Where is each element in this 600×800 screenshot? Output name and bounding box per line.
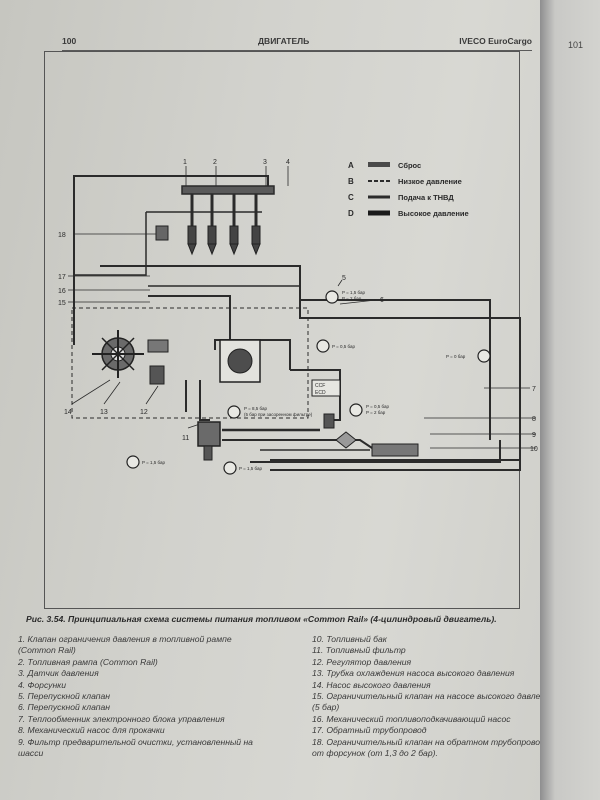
model-name: IVECO EuroCargo xyxy=(459,36,532,46)
list-item: 15. Ограничительный клапан на насосе выс… xyxy=(312,691,555,702)
legend-label-low: Низкое давление xyxy=(398,177,462,186)
legend-label-feed: Подача к ТНВД xyxy=(398,193,454,202)
list-item: шасси xyxy=(18,748,44,759)
callout-13: 13 xyxy=(100,409,108,416)
gauge-5-label-a: P = 1,5 бар xyxy=(342,290,366,295)
callout-6: 6 xyxy=(380,297,384,304)
legend-letter-a: A xyxy=(348,161,354,170)
header-rule xyxy=(62,50,532,51)
feed-pump xyxy=(219,339,261,383)
callout-10: 10 xyxy=(530,446,538,453)
pressure-regulator xyxy=(149,365,165,385)
callout-15: 15 xyxy=(58,300,66,307)
gauge-6 xyxy=(316,339,330,353)
gauge-8 xyxy=(349,403,363,417)
list-item: 2. Топливная рампа (Common Rail) xyxy=(18,656,158,667)
callout-3: 3 xyxy=(263,159,267,166)
gauge-8-label-a: P = 0,5 бар xyxy=(366,404,390,409)
list-item: 3. Датчик давления xyxy=(18,668,99,679)
list-item: от форсунок (от 1,3 до 2 бар). xyxy=(312,748,438,759)
manual-page: 100 ДВИГАТЕЛЬ IVECO EuroCargo xyxy=(0,0,554,800)
gauge-right xyxy=(477,349,491,363)
callout-4: 4 xyxy=(286,159,290,166)
parts-list-right: 10. Топливный бак 11. Топливный фильтр 1… xyxy=(312,634,582,759)
gauge-8-label-b: P = 2 бар xyxy=(366,410,386,415)
list-item: 14. Насос высокого давления xyxy=(312,679,431,690)
callout-9: 9 xyxy=(532,432,536,439)
return-line-top xyxy=(73,175,269,345)
legend-letter-c: C xyxy=(348,193,354,202)
line-type-legend: A B C D Сброс Низкое давление Подача к Т… xyxy=(348,161,469,218)
adjacent-page-number: 101 xyxy=(568,40,584,50)
injectors xyxy=(187,225,261,256)
list-item: 9. Фильтр предварительной очистки, устан… xyxy=(18,736,253,747)
legend-letter-b: B xyxy=(348,177,354,186)
gauge-11-label-a: P = 8,5 бар xyxy=(244,406,268,411)
figure-caption: Рис. 3.54. Принципиальная схема системы … xyxy=(26,614,497,624)
callout-16: 16 xyxy=(58,288,66,295)
list-item: 4. Форсунки xyxy=(18,679,67,690)
gauge-low-1 xyxy=(126,455,140,469)
legend-letter-d: D xyxy=(348,209,354,218)
list-item: 12. Регулятор давления xyxy=(312,656,412,667)
gauge-11 xyxy=(227,405,241,419)
callout-5: 5 xyxy=(342,275,346,282)
callout-18: 18 xyxy=(58,232,66,239)
callout-12: 12 xyxy=(140,409,148,416)
section-title: ДВИГАТЕЛЬ xyxy=(258,36,310,46)
box-label-ecd: ECD xyxy=(315,390,326,396)
list-item: (Common Rail) xyxy=(18,645,76,656)
box-label-ccf: CCF xyxy=(315,383,325,389)
list-item: 1. Клапан ограничения давления в топливн… xyxy=(18,634,232,644)
list-item: 5. Перепускной клапан xyxy=(18,691,111,702)
fuel-filter xyxy=(197,421,221,447)
gauge-right-label: P = 0 бар xyxy=(446,354,466,359)
list-item: 16. Механический топливоподкачивающий на… xyxy=(312,713,511,724)
page-header: 100 ДВИГАТЕЛЬ IVECO EuroCargo xyxy=(62,36,532,50)
ecu-heat-exchanger xyxy=(311,379,341,397)
callout-7: 7 xyxy=(532,386,536,393)
callout-11: 11 xyxy=(182,435,189,442)
list-item: 18. Ограничительный клапан на обратном т… xyxy=(312,736,550,747)
list-item: 13. Трубка охлаждения насоса высокого да… xyxy=(312,668,515,679)
common-rail xyxy=(181,185,275,195)
callout-2: 2 xyxy=(213,159,217,166)
callout-17: 17 xyxy=(58,274,66,281)
fuel-tank xyxy=(371,443,419,457)
fuel-system-diagram: CCF ECD P = 1,5 бар P = 2 бар P = 0,5 ба… xyxy=(58,159,538,475)
gauge-low-2 xyxy=(223,461,237,475)
return-restriction-valve xyxy=(155,225,169,241)
legend-swatch-return xyxy=(368,162,390,167)
parts-list-left: 1. Клапан ограничения давления в топливн… xyxy=(18,634,293,759)
callout-1: 1 xyxy=(183,159,187,166)
gauge-5 xyxy=(325,290,339,304)
legend-label-return: Сброс xyxy=(398,161,421,170)
list-item: 11. Топливный фильтр xyxy=(312,645,406,656)
gauge-5-label-b: P = 2 бар xyxy=(342,296,362,301)
gauge-low-2-label: P = 1,5 бар xyxy=(239,466,263,471)
gauge-low-1-label: P = 1,5 бар xyxy=(142,460,166,465)
page-number: 100 xyxy=(62,36,77,46)
gauge-11-label-b: (5 бар при засоренном фильтре) xyxy=(244,412,313,417)
legend-label-high: Высокое давление xyxy=(398,209,469,218)
callout-14: 14 xyxy=(64,409,72,416)
list-item: 17. Обратный трубопровод xyxy=(312,725,427,736)
adjacent-page-edge: 101 xyxy=(540,0,600,800)
gauge-6-label: P = 0,5 бар xyxy=(332,344,356,349)
restriction-valve-15 xyxy=(147,339,169,353)
prefilter xyxy=(335,431,357,449)
list-item: 8. Механический насос для прокачки xyxy=(18,725,165,736)
list-item: 6. Перепускной клапан xyxy=(18,702,111,713)
list-item: (5 бар) xyxy=(312,702,340,713)
priming-pump xyxy=(323,413,335,429)
callout-8: 8 xyxy=(532,416,536,423)
pump-zone-boundary xyxy=(71,307,309,419)
list-item: 10. Топливный бак xyxy=(312,634,387,644)
list-item: 7. Теплообменник электронного блока упра… xyxy=(18,713,225,724)
high-pressure-pump xyxy=(92,330,144,378)
